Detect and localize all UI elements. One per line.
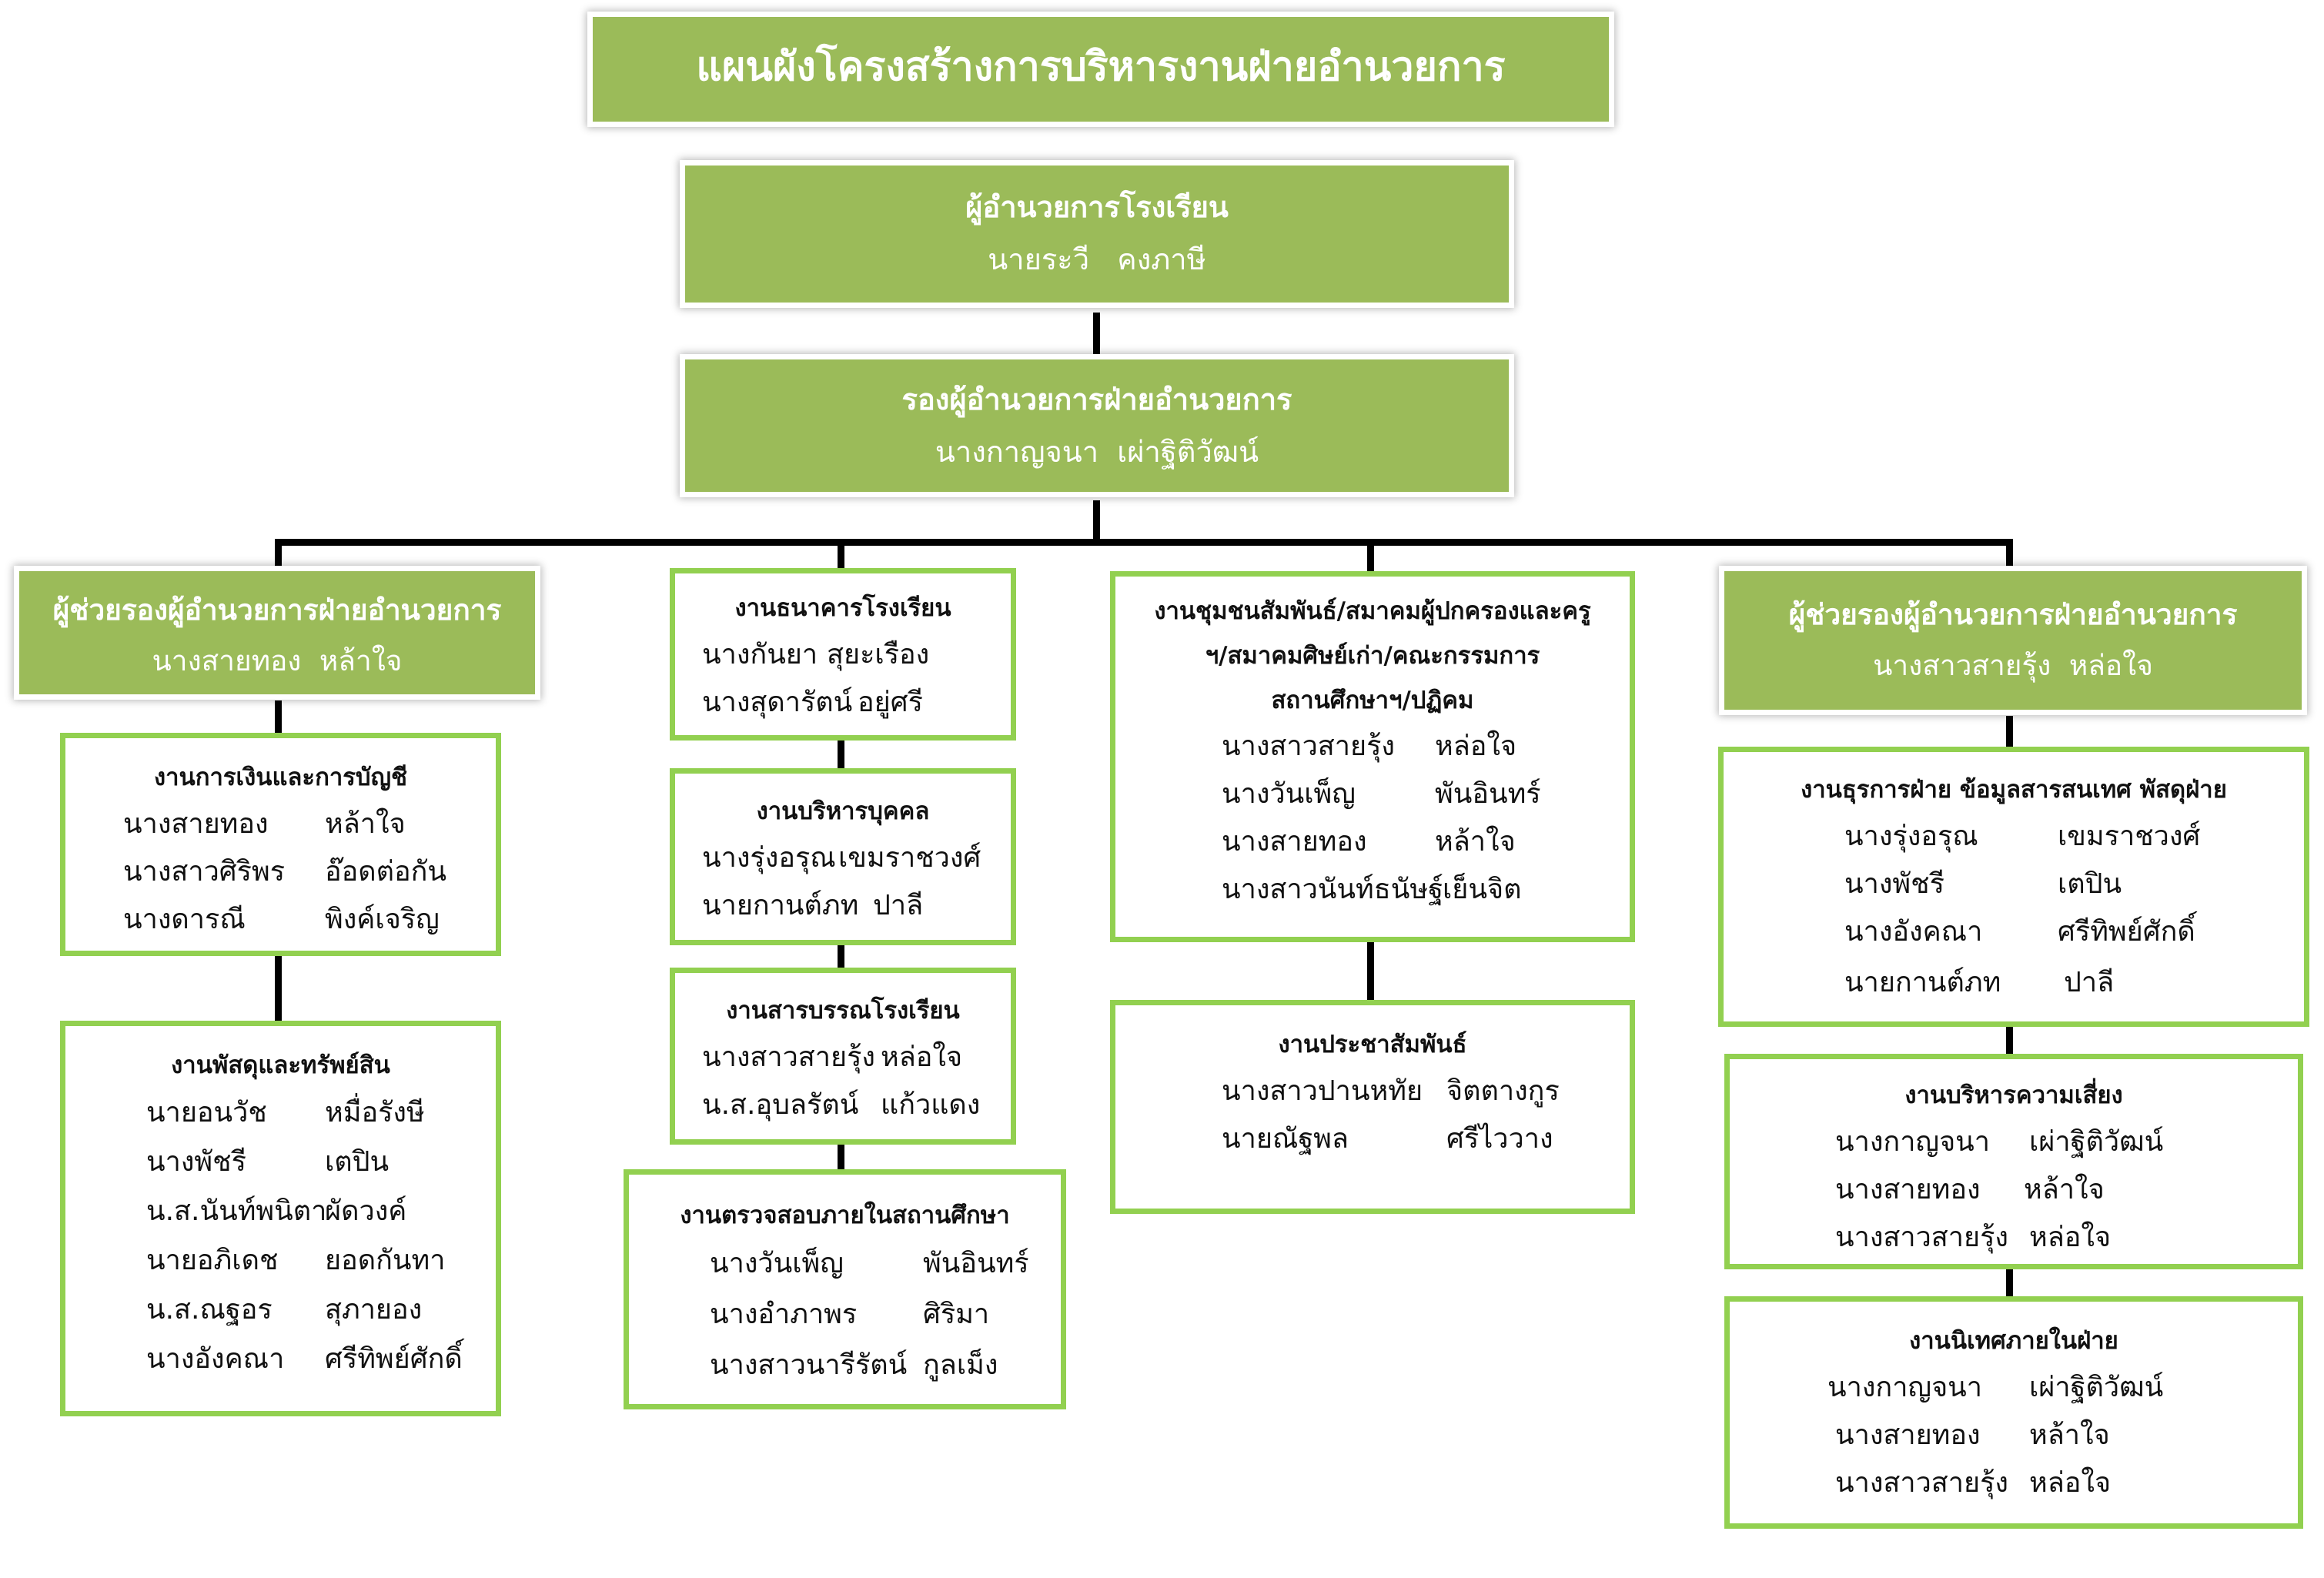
- director-title: ผู้อำนวยการโรงเรียน: [965, 190, 1229, 224]
- member-row: นายกานต์ภทปาลี: [702, 890, 924, 921]
- connector-right-assistant-admin: [2006, 716, 2013, 747]
- pr-unit-title: งานประชาสัมพันธ์: [1278, 1031, 1467, 1058]
- supplies-unit-title: งานพัสดุและทรัพย์สิน: [171, 1051, 390, 1079]
- risk-unit-box: งานบริหารความเสี่ยง นางกาญจนาเผ่าฐิติวัฒ…: [1724, 1054, 2303, 1269]
- member-row: นางสาวปานหทัยจิตตางกูร: [1222, 1075, 1560, 1107]
- finance-unit-box: งานการเงินและการบัญชี นางสายทองหล้าใจ นา…: [60, 733, 501, 956]
- deputy-name: นางกาญจนา เผ่าฐิติวัฒน์: [935, 435, 1259, 469]
- assistant-left-box: ผู้ช่วยรองผู้อำนวยการฝ่ายอำนวยการ นางสาย…: [19, 571, 535, 694]
- correspondence-unit-title: งานสารบรรณโรงเรียน: [726, 997, 960, 1025]
- member-row: นางสาวสายรุ้งหล่อใจ: [1835, 1467, 2112, 1499]
- connector-bus-left-assistant: [275, 539, 282, 571]
- member-row: นางสาวสายรุ้งหล่อใจ: [702, 1041, 963, 1073]
- member-row: น.ส.อุบลรัตน์แก้วแดง: [702, 1089, 981, 1121]
- deputy-title: รองผู้อำนวยการฝ่ายอำนวยการ: [901, 383, 1292, 416]
- chart-title-banner: แผนผังโครงสร้างการบริหารงานฝ่ายอำนวยการ: [593, 17, 1609, 122]
- connector-admin-risk: [2006, 1026, 2013, 1054]
- admin-info-unit-box: งานธุรการฝ่าย ข้อมูลสารสนเทศ พัสดุฝ่าย น…: [1718, 747, 2309, 1027]
- member-row: นางรุ่งอรุณเขมราชวงศ์: [1844, 821, 2201, 852]
- bank-unit-title: งานธนาคารโรงเรียน: [734, 594, 951, 622]
- connector-risk-supervision: [2006, 1269, 2013, 1296]
- director-box: ผู้อำนวยการโรงเรียน นายระวี คงภาษี: [685, 165, 1509, 303]
- connector-finance-supplies: [275, 954, 282, 1021]
- supplies-unit-box: งานพัสดุและทรัพย์สิน นายอนวัชหมื่อรังษี …: [60, 1021, 501, 1416]
- connector-bus-bank: [838, 539, 844, 568]
- connector-deputy-bus: [1093, 500, 1100, 545]
- member-row: นางสาวศิริพรอ๊อดต่อกัน: [123, 856, 447, 888]
- connector-correspondence-audit: [838, 1143, 844, 1169]
- supervision-unit-title: งานนิเทศภายในฝ่าย: [1909, 1327, 2118, 1355]
- member-row: นายณัฐพลศรีไววาง: [1222, 1123, 1553, 1155]
- community-unit-title: สถานศึกษาฯ/ปฏิคม: [1271, 687, 1474, 714]
- connector-bus-right-assistant: [2006, 539, 2013, 571]
- connector-bus-community: [1367, 539, 1374, 571]
- member-row: นางสาวนารีรัตน์กูลเม็ง: [710, 1349, 998, 1381]
- connector-director-deputy: [1093, 313, 1100, 357]
- member-row: น.ส.นันท์พนิตาผัดวงค์: [146, 1195, 407, 1227]
- member-row: นายกานต์ภทปาลี: [1844, 967, 2115, 998]
- community-unit-title: งานชุมชนสัมพันธ์/สมาคมผู้ปกครองและครู: [1154, 597, 1591, 625]
- connector-personnel-correspondence: [838, 944, 844, 968]
- chart-title: แผนผังโครงสร้างการบริหารงานฝ่ายอำนวยการ: [696, 44, 1506, 90]
- member-row: นางกาญจนาเผ่าฐิติวัฒน์: [1835, 1126, 2164, 1158]
- member-row: นางกาญจนาเผ่าฐิติวัฒน์: [1827, 1372, 2164, 1403]
- member-row: นางสายทองหล้าใจ: [1835, 1419, 2110, 1451]
- assistant-right-box: ผู้ช่วยรองผู้อำนวยการฝ่ายอำนวยการ นางสาว…: [1724, 571, 2302, 710]
- member-row: นางสายทองหล้าใจ: [1222, 826, 1516, 858]
- community-unit-box: งานชุมชนสัมพันธ์/สมาคมผู้ปกครองและครู ฯ/…: [1110, 571, 1635, 942]
- connector-horizontal-bus: [275, 539, 2013, 546]
- member-row: น.ส.ณฐอรสุภายอง: [146, 1294, 423, 1326]
- member-row: นางสาวสายรุ้งหล่อใจ: [1222, 730, 1517, 762]
- risk-unit-title: งานบริหารความเสี่ยง: [1904, 1082, 2123, 1109]
- member-row: นางสุดารัตน์อยู่ศรี: [702, 687, 923, 718]
- member-row: นายอนวัชหมื่อรังษี: [146, 1097, 425, 1128]
- admin-info-unit-title: งานธุรการฝ่าย ข้อมูลสารสนเทศ พัสดุฝ่าย: [1801, 776, 2227, 804]
- supervision-unit-box: งานนิเทศภายในฝ่าย นางกาญจนาเผ่าฐิติวัฒน์…: [1724, 1296, 2303, 1529]
- member-row: นางพัชรีเตปิน: [1844, 868, 2122, 900]
- member-row: นางพัชรีเตปิน: [146, 1146, 390, 1178]
- bank-unit-box: งานธนาคารโรงเรียน นางกันยาสุยะเรือง นางส…: [670, 568, 1016, 741]
- pr-unit-box: งานประชาสัมพันธ์ นางสาวปานหทัยจิตตางกูร …: [1110, 1000, 1635, 1214]
- member-row: นางวันเพ็ญพันอินทร์: [1222, 778, 1541, 810]
- director-name: นายระวี คงภาษี: [988, 242, 1206, 276]
- audit-unit-title: งานตรวจสอบภายในสถานศึกษา: [680, 1202, 1010, 1229]
- member-row: นางวันเพ็ญพันอินทร์: [710, 1248, 1029, 1279]
- member-row: นางอังคณาศรีทิพย์ศักดิ์: [146, 1343, 463, 1375]
- member-row: นางสายทองหล้าใจ: [1835, 1174, 2105, 1205]
- assistant-left-name: นางสายทอง หล้าใจ: [152, 644, 403, 677]
- member-row: นางอำภาพรศิริมา: [710, 1299, 990, 1330]
- deputy-box: รองผู้อำนวยการฝ่ายอำนวยการ นางกาญจนา เผ่…: [685, 359, 1509, 492]
- assistant-left-title: ผู้ช่วยรองผู้อำนวยการฝ่ายอำนวยการ: [52, 593, 502, 627]
- audit-unit-box: งานตรวจสอบภายในสถานศึกษา นางวันเพ็ญพันอิ…: [624, 1169, 1066, 1409]
- member-row: นางสายทองหล้าใจ: [123, 808, 406, 840]
- member-row: นางอังคณาศรีทิพย์ศักดิ์: [1844, 916, 2195, 948]
- connector-community-pr: [1367, 941, 1374, 1000]
- member-row: นางรุ่งอรุณเขมราชวงศ์: [702, 842, 981, 874]
- community-unit-title: ฯ/สมาคมศิษย์เก่า/คณะกรรมการ: [1205, 642, 1540, 670]
- finance-unit-title: งานการเงินและการบัญชี: [153, 764, 408, 791]
- assistant-right-title: ผู้ช่วยรองผู้อำนวยการฝ่ายอำนวยการ: [1788, 598, 2238, 631]
- personnel-unit-box: งานบริหารบุคคล นางรุ่งอรุณเขมราชวงศ์ นาย…: [670, 768, 1016, 945]
- correspondence-unit-box: งานสารบรรณโรงเรียน นางสาวสายรุ้งหล่อใจ น…: [670, 968, 1016, 1145]
- member-row: นางสาวสายรุ้งหล่อใจ: [1835, 1222, 2112, 1253]
- connector-left-assistant-finance: [275, 700, 282, 733]
- member-row: นางกันยาสุยะเรือง: [702, 639, 930, 670]
- personnel-unit-title: งานบริหารบุคคล: [756, 797, 930, 825]
- member-row: นายอภิเดชยอดกันทา: [146, 1245, 446, 1276]
- connector-bank-personnel: [838, 739, 844, 768]
- assistant-right-name: นางสาวสายรุ้ง หล่อใจ: [1873, 649, 2153, 682]
- member-row: นางดารณีพิงค์เจริญ: [123, 904, 440, 935]
- member-row: นางสาวนันท์ธนัษฐ์เย็นจิต: [1222, 874, 1522, 905]
